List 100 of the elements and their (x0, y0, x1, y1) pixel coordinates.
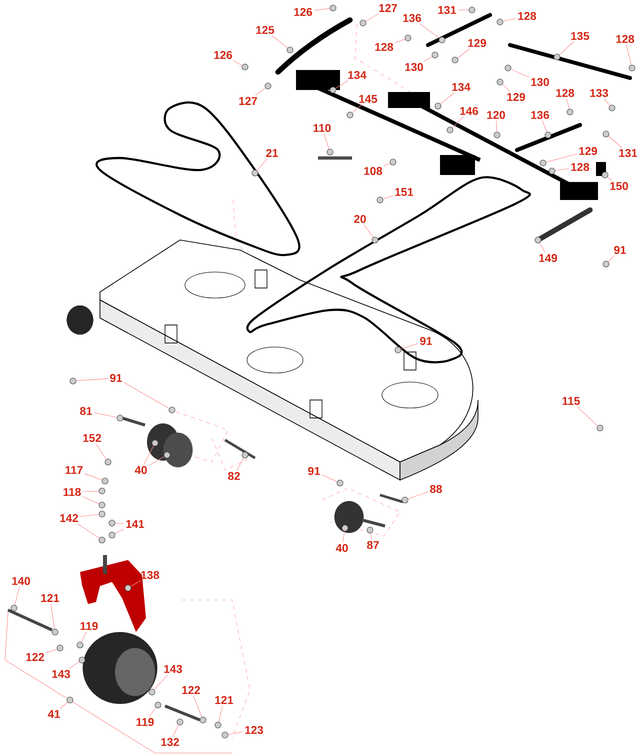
callout-number: 120 (487, 111, 505, 119)
callout-number: 121 (41, 594, 60, 602)
leader-line (69, 662, 80, 669)
leader-line (576, 406, 598, 426)
leader-line (95, 443, 106, 460)
leader-line (400, 343, 418, 350)
leader-line (424, 56, 432, 62)
callout-number: 122 (182, 686, 200, 694)
callout-number: 140 (12, 577, 30, 585)
leader-line (82, 496, 100, 504)
leader-line (149, 707, 156, 717)
callout-number: 126 (214, 51, 232, 59)
callout-number: 143 (164, 665, 182, 674)
leader-line (342, 530, 345, 543)
leader-line (496, 120, 498, 132)
callout-number: 121 (215, 696, 234, 704)
callout-number: 87 (367, 541, 379, 549)
callout-number: 128 (518, 12, 536, 20)
leader-line (440, 92, 454, 104)
leader-line (228, 732, 244, 735)
leader-line (324, 133, 330, 150)
leader-line (384, 163, 390, 166)
leader-line (144, 446, 154, 465)
callout-number: 138 (141, 571, 160, 580)
leader-line (255, 88, 266, 96)
leader-line (14, 586, 20, 606)
leader-line (510, 69, 530, 78)
leader-line (172, 724, 179, 737)
callout-number: 110 (314, 124, 331, 132)
leader-line (84, 474, 102, 480)
callout-number: 152 (83, 434, 101, 442)
leader-line (218, 705, 223, 722)
leader-line (366, 13, 379, 22)
leader-line (256, 158, 268, 171)
callout-number: 91 (614, 246, 626, 254)
callout-number: 146 (460, 107, 478, 115)
callout-number: 135 (571, 32, 590, 40)
leader-line (76, 378, 108, 382)
callout-number: 126 (294, 8, 312, 16)
leader-line (408, 492, 428, 500)
leader-line (608, 136, 622, 148)
leader-line (115, 522, 124, 524)
callout-number: 131 (438, 6, 456, 14)
leader-line (314, 8, 330, 11)
callout-number: 141 (126, 520, 144, 528)
leader-line (502, 18, 516, 22)
leader-line (370, 532, 372, 540)
callout-number: 119 (136, 718, 154, 726)
leader-line (60, 702, 68, 709)
leader-line (457, 48, 470, 58)
callout-number: 40 (134, 466, 147, 474)
callout-number: 82 (228, 472, 240, 480)
callout-number: 150 (610, 182, 628, 190)
callout-number: 143 (52, 670, 70, 678)
leader-line (272, 35, 288, 48)
callout-number: 133 (590, 89, 608, 98)
callout-number: 128 (556, 89, 574, 97)
leader-line (322, 474, 338, 482)
callout-number: 125 (256, 26, 274, 34)
callout-number: 129 (579, 147, 598, 155)
leader-line (559, 41, 574, 56)
leader-line (124, 382, 170, 409)
callout-number: 128 (571, 163, 590, 171)
leader-line (382, 195, 394, 200)
callout-number: 115 (562, 397, 580, 405)
leader-line (419, 23, 440, 38)
callout-number: 119 (80, 622, 98, 630)
callout-number: 40 (336, 544, 348, 552)
leader-line (608, 255, 615, 262)
hardware-dot (628, 64, 636, 72)
callout-number: 134 (348, 71, 366, 80)
leader-line (336, 80, 348, 89)
leader-line (452, 116, 464, 128)
leader-line (554, 168, 570, 171)
callout-number: 123 (245, 726, 264, 734)
leader-line (604, 98, 610, 106)
leader-line (233, 60, 242, 66)
callout-number: 129 (468, 39, 486, 47)
callout-number: 91 (420, 337, 432, 345)
callout-number: 108 (364, 167, 382, 175)
leader-line (236, 458, 244, 471)
callout-number: 151 (395, 188, 414, 196)
callout-number: 91 (110, 374, 122, 382)
callout-number: 136 (531, 111, 550, 120)
callout-number: 145 (359, 95, 378, 103)
callout-number: 134 (452, 83, 470, 92)
leader-line (626, 44, 632, 66)
leader-line (94, 412, 118, 418)
callout-number: 129 (507, 93, 526, 101)
leader-line (539, 242, 546, 253)
callout-number: 149 (539, 254, 558, 262)
callout-number: 128 (616, 35, 634, 43)
callout-number: 91 (308, 467, 320, 475)
callout-number: 142 (60, 514, 78, 522)
leader-line (502, 84, 510, 92)
leader-line (50, 603, 55, 630)
callout-number: 21 (266, 149, 278, 157)
leader-line (82, 490, 99, 492)
leader-line (546, 154, 578, 162)
callout-number: 20 (354, 215, 366, 223)
